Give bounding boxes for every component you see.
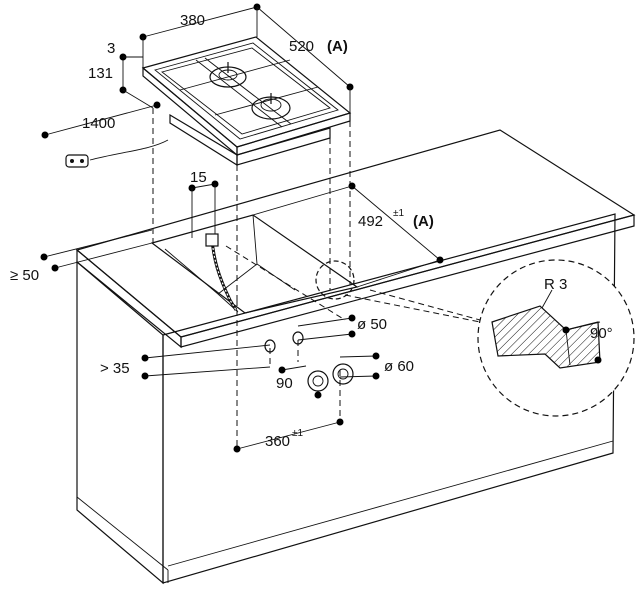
detail-angle: 90° [590,325,613,342]
cabinet [75,129,636,585]
dim-cutout-tol: ±1 [393,208,404,219]
edge-detail-callout [315,259,635,417]
dim-depth: 520 [289,38,314,55]
dim-depth-ref: (A) [327,38,348,55]
dim-hole-dia-50: ø 50 [357,316,387,333]
connection-holes [264,331,354,392]
dim-span: 360 [265,433,290,450]
dim-min-depth: > 35 [100,360,130,377]
detail-radius: R 3 [544,276,567,293]
gas-cooktop [141,36,352,167]
dim-offset: 15 [190,169,207,186]
dim-cable: 1400 [82,115,115,132]
dim-min-edge: ≥ 50 [10,267,39,284]
dim-height: 131 [88,65,113,82]
dim-cutout-ref: (A) [413,213,434,230]
dim-width: 380 [180,12,205,29]
power-cable-icon [65,139,169,168]
dim-span-tol: ±1 [292,428,303,439]
dim-cutout: 492 [358,213,383,230]
alignment-guides [152,108,481,449]
dimension-lines [40,3,444,453]
dim-gap: 3 [107,40,115,57]
dim-spacing: 90 [276,375,293,392]
dim-hole-dia-60: ø 60 [384,358,414,375]
